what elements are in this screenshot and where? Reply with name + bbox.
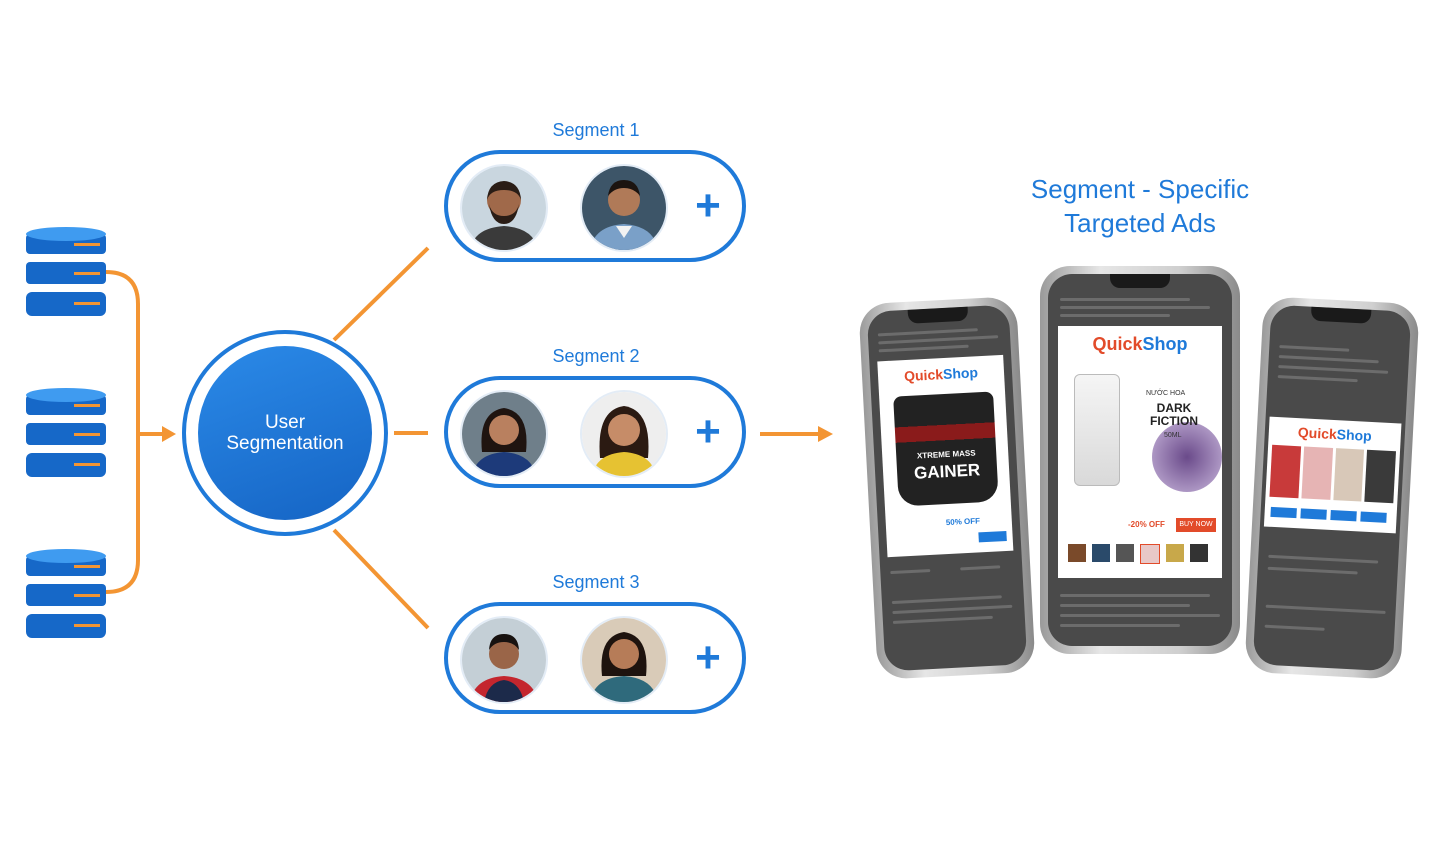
- perfume-bottle-image: [1074, 374, 1120, 486]
- phone-screen: QuickShop XTREME MASS GAINER 50% OFF: [866, 304, 1028, 672]
- avatar: [460, 164, 548, 252]
- hub-label-line2: Segmentation: [226, 433, 344, 454]
- ad-card: QuickShop XTREME MASS GAINER 50% OFF: [877, 354, 1014, 558]
- add-member-icon: +: [695, 633, 721, 682]
- avatar: [460, 616, 548, 704]
- hub-to-segment3-line: [332, 528, 430, 630]
- flower-image: [1152, 422, 1222, 492]
- phone-screen: QuickShop: [1252, 304, 1412, 672]
- buy-button[interactable]: [978, 530, 1007, 543]
- phone-notch: [1110, 274, 1170, 288]
- database-icon: [24, 548, 108, 642]
- ad-card: QuickShop NƯỚC HOA DARK FICTION 50ML -20…: [1058, 326, 1222, 578]
- segment-1-title: Segment 1: [552, 120, 640, 140]
- product-tag: NƯỚC HOA: [1146, 390, 1186, 397]
- thumbnail-carousel[interactable]: [1068, 544, 1212, 564]
- user-segmentation-hub: User Segmentation: [182, 330, 388, 536]
- targeted-ads-title: Segment - Specific Targeted Ads: [990, 172, 1290, 240]
- hub-label-line1: User: [264, 412, 306, 433]
- segments-to-ads-arrowhead: [818, 426, 833, 442]
- targeted-ads-title-line1: Segment - Specific: [1030, 174, 1250, 204]
- segment-2-title: Segment 2: [552, 346, 640, 366]
- phone-notch: [1310, 306, 1372, 324]
- ad-card: QuickShop: [1263, 416, 1402, 534]
- buy-now-button[interactable]: BUY NOW: [1176, 518, 1216, 532]
- buy-button[interactable]: [1360, 511, 1387, 523]
- clothing-product-grid: [1269, 444, 1397, 504]
- hub-label: User Segmentation: [198, 346, 372, 520]
- avatar: [580, 164, 668, 252]
- phone-notch: [907, 306, 969, 324]
- segment-3-card: +: [444, 602, 746, 714]
- buy-button[interactable]: [1330, 509, 1357, 522]
- discount-label: -20% OFF: [1128, 520, 1165, 529]
- quickshop-logo: QuickShop: [903, 364, 979, 385]
- product-volume: 50ML: [1164, 432, 1182, 439]
- segment-2-card: +: [444, 376, 746, 488]
- discount-label: 50% OFF: [945, 516, 981, 528]
- avatar: [580, 390, 668, 478]
- quickshop-logo: QuickShop: [1092, 334, 1188, 354]
- avatar: [580, 616, 668, 704]
- buy-button[interactable]: [1300, 508, 1327, 520]
- db-branch-line: [105, 270, 140, 594]
- add-member-icon: +: [695, 181, 721, 230]
- product-title: DARK FICTION: [1150, 401, 1198, 428]
- avatar: [460, 390, 548, 478]
- hub-to-segment1-line: [332, 246, 430, 342]
- phone-mockup-right: QuickShop: [1244, 296, 1420, 680]
- segment-1-card: +: [444, 150, 746, 262]
- targeted-ads-title-line2: Targeted Ads: [1064, 208, 1216, 238]
- database-icon: [24, 387, 108, 481]
- phone-screen: QuickShop NƯỚC HOA DARK FICTION 50ML -20…: [1048, 274, 1232, 646]
- phone-mockup-left: QuickShop XTREME MASS GAINER 50% OFF: [858, 296, 1036, 680]
- phone-mockup-center: QuickShop NƯỚC HOA DARK FICTION 50ML -20…: [1040, 266, 1240, 654]
- db-to-hub-arrowhead: [162, 426, 176, 442]
- quickshop-logo: QuickShop: [1297, 424, 1373, 444]
- buy-button[interactable]: [1270, 506, 1297, 519]
- database-icon: [24, 226, 108, 320]
- add-member-icon: +: [695, 407, 721, 456]
- segment-3-title: Segment 3: [552, 572, 640, 592]
